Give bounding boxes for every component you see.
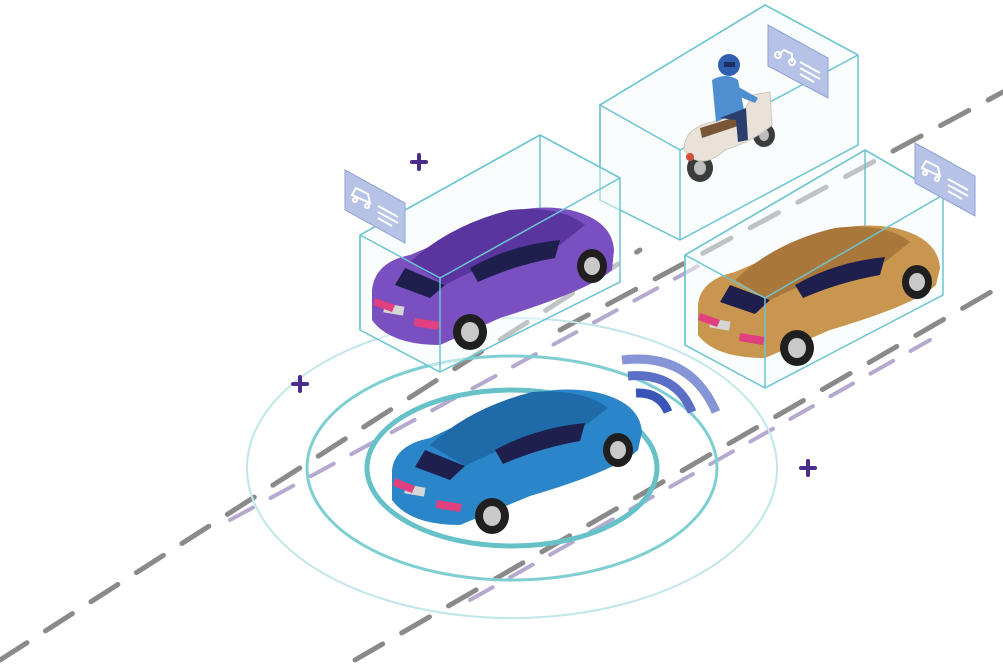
tan-car-side-windows — [795, 257, 885, 298]
lane-dash-upper — [557, 89, 1003, 333]
tan-car-roof — [735, 226, 910, 300]
purple-car — [372, 207, 614, 350]
scooter-label-icon — [774, 48, 821, 83]
scooter-label-card — [767, 24, 829, 99]
ego-car — [392, 389, 642, 534]
lane-dash-lilac-2 — [468, 338, 932, 602]
radar-rings — [246, 317, 778, 619]
purple-car-roof — [410, 209, 585, 285]
cross-markers — [291, 153, 817, 477]
cross-marker-icon — [291, 375, 309, 393]
ego-car-windshield — [415, 450, 465, 480]
rider-arm — [733, 85, 758, 103]
cross-marker-icon — [799, 459, 817, 477]
ego-car-roof — [430, 391, 608, 466]
purple-car-label-card — [344, 169, 406, 244]
radar-ring-inner — [364, 387, 660, 549]
rider-leg — [720, 108, 748, 142]
ego-car-side-windows — [495, 423, 585, 464]
radar-signal-icon — [621, 354, 721, 414]
radar-ring-middle — [305, 354, 719, 582]
cross-marker-icon — [410, 153, 428, 171]
tan-car-windshield — [720, 285, 770, 314]
scooter-rider — [683, 54, 775, 182]
tan-car-label-card — [914, 142, 976, 217]
car-label-icon — [920, 159, 969, 200]
purple-car-side-windows — [470, 240, 560, 282]
purple-car-windshield — [395, 268, 445, 298]
lane-dash-left — [0, 247, 643, 663]
lane-dash-center — [352, 282, 1003, 663]
car-label-icon — [350, 186, 399, 227]
lane-markings — [0, 89, 1003, 663]
tan-car — [698, 225, 940, 366]
